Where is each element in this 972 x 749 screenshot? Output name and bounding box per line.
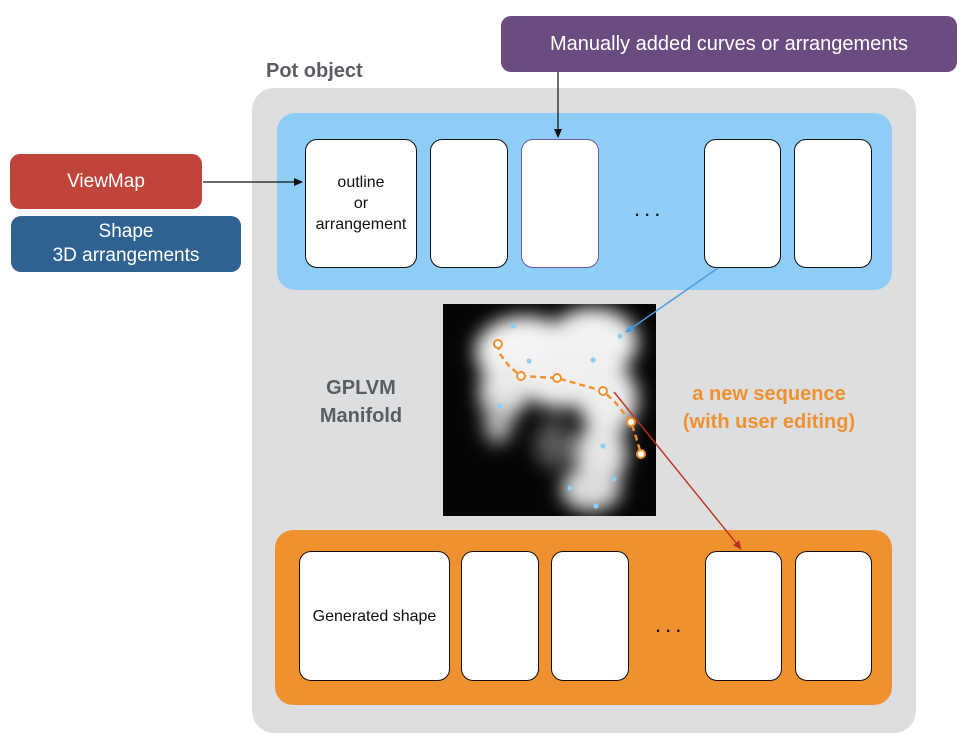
latent-point bbox=[510, 323, 516, 329]
latent-point bbox=[593, 503, 599, 509]
pot-object-title: Pot object bbox=[266, 60, 363, 82]
latent-point bbox=[590, 357, 596, 363]
3d-arrangements-label: 3D arrangements bbox=[52, 245, 200, 266]
gplvm-manifold-image[interactable] bbox=[443, 304, 656, 516]
viewmap-label: ViewMap bbox=[67, 170, 145, 192]
source-ellipsis: ... bbox=[634, 196, 665, 221]
shape-3d-arrangements-box[interactable]: Shape 3D arrangements bbox=[11, 216, 241, 272]
new-sequence-line: a new sequence bbox=[692, 383, 846, 405]
generated-card[interactable] bbox=[461, 551, 539, 681]
source-card[interactable] bbox=[794, 139, 872, 268]
gplvm-line: GPLVM bbox=[326, 377, 396, 399]
latent-point bbox=[526, 358, 532, 364]
latent-point bbox=[600, 443, 606, 449]
viewmap-box[interactable]: ViewMap bbox=[10, 154, 202, 209]
source-card[interactable] bbox=[704, 139, 781, 268]
or-line: or bbox=[353, 195, 369, 212]
latent-point bbox=[497, 403, 503, 409]
generated-card[interactable] bbox=[551, 551, 629, 681]
manual-curves-box[interactable]: Manually added curves or arrangements bbox=[501, 16, 957, 72]
new-sequence-label: a new sequence (with user editing) bbox=[640, 380, 898, 436]
latent-point bbox=[617, 333, 623, 339]
manifold-line: Manifold bbox=[319, 405, 403, 427]
generated-card[interactable] bbox=[795, 551, 872, 681]
outline-line: outline bbox=[337, 174, 385, 191]
manual-curves-label: Manually added curves or arrangements bbox=[550, 32, 908, 55]
source-card[interactable] bbox=[430, 139, 508, 268]
generated-shape-label: Generated shape bbox=[312, 607, 437, 625]
latent-point bbox=[567, 485, 573, 491]
arrangement-line: arrangement bbox=[315, 216, 407, 233]
generated-shape-card[interactable]: Generated shape bbox=[299, 551, 450, 681]
generated-ellipsis: ... bbox=[655, 612, 686, 637]
latent-point bbox=[611, 476, 617, 482]
outline-card[interactable]: outline or arrangement bbox=[305, 139, 417, 268]
source-card-manual[interactable] bbox=[521, 139, 599, 268]
user-editing-line: (with user editing) bbox=[682, 411, 856, 433]
generated-card[interactable] bbox=[705, 551, 782, 681]
shape-label: Shape bbox=[98, 221, 154, 242]
gplvm-manifold-label: GPLVM Manifold bbox=[300, 374, 422, 430]
